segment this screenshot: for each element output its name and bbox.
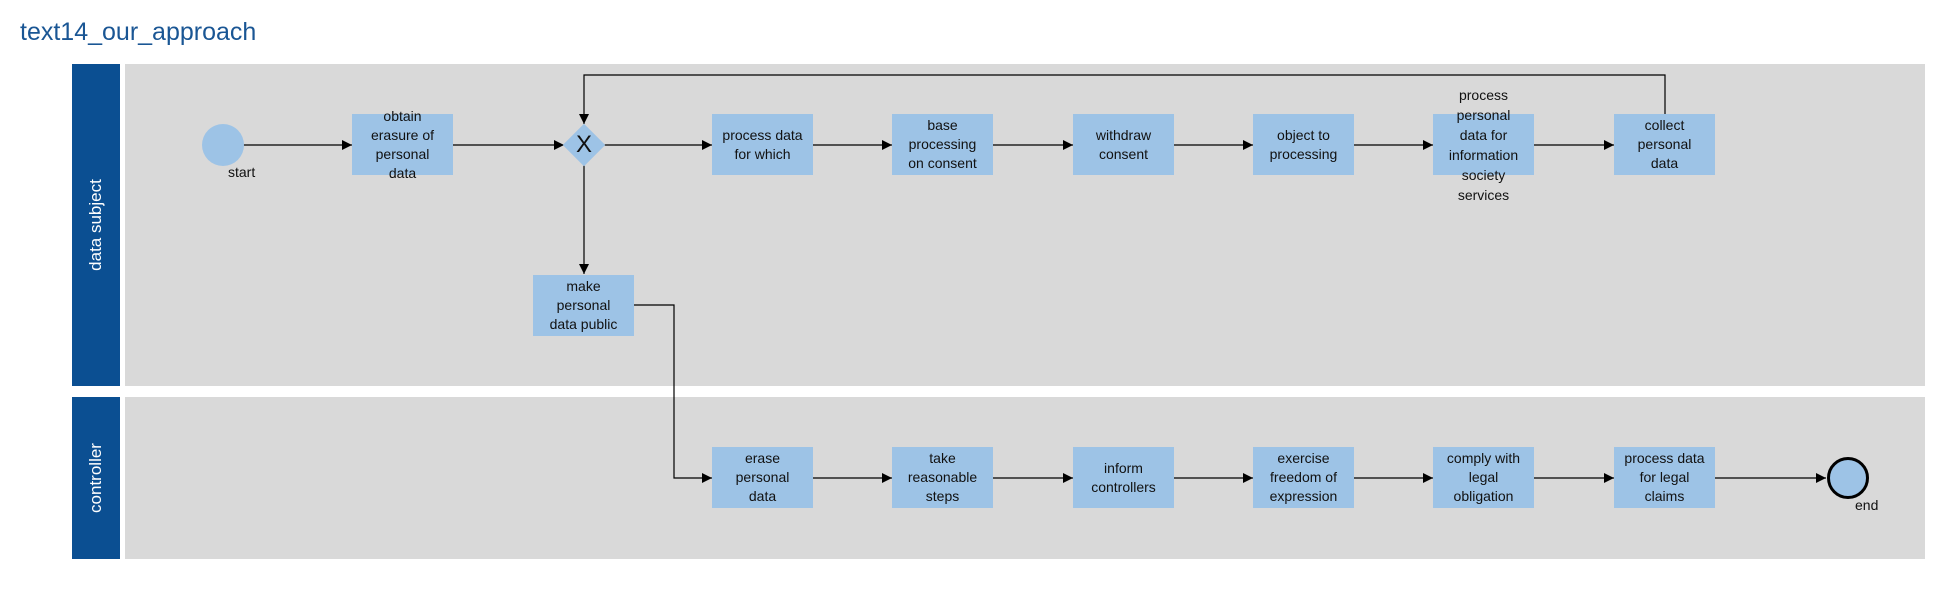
start-event-label: start <box>228 164 256 180</box>
gateway-x-icon: X <box>575 131 592 158</box>
task-process-data-for-legal-claims[interactable]: process data for legal claims <box>1614 447 1715 508</box>
task-label: inform controllers <box>1091 459 1156 495</box>
task-obtain-erasure[interactable]: obtain erasure of personal data <box>352 108 453 181</box>
start-event[interactable] <box>202 124 244 166</box>
task-label: erase personal data <box>735 450 790 504</box>
task-label: object to processing <box>1269 126 1338 162</box>
task-object-to-processing[interactable]: object to processing <box>1253 114 1354 175</box>
task-label: withdraw consent <box>1095 126 1152 162</box>
lane-header-data-subject: data subject <box>72 64 120 386</box>
task-label: obtain erasure of personal data <box>370 107 435 181</box>
end-event-label: end <box>1855 497 1879 513</box>
flow-collect-loop-to-gateway <box>579 74 1666 124</box>
task-erase-personal-data[interactable]: erase personal data <box>712 447 813 508</box>
task-make-personal-data-public[interactable]: make personal data public <box>533 275 634 336</box>
task-label: base processing on consent <box>908 117 977 171</box>
task-label: exercise freedom of expression <box>1269 450 1338 504</box>
task-inform-controllers[interactable]: inform controllers <box>1073 447 1174 508</box>
end-event[interactable] <box>1827 457 1869 499</box>
task-withdraw-consent[interactable]: withdraw consent <box>1073 114 1174 175</box>
diagram-title: text14_our_approach <box>20 18 257 46</box>
flow-make-public-to-erase <box>634 304 712 483</box>
task-label: process data for which <box>722 126 803 162</box>
task-label: collect personal data <box>1637 117 1692 171</box>
task-label: process data for legal claims <box>1624 450 1705 504</box>
task-take-reasonable-steps[interactable]: take reasonable steps <box>892 447 993 508</box>
task-label: take reasonable steps <box>907 450 978 504</box>
task-label: process personal data for information so… <box>1448 86 1519 203</box>
lane-header-controller: controller <box>72 397 120 559</box>
task-process-personal-data-iss[interactable]: process personal data for information so… <box>1433 87 1534 203</box>
task-collect-personal-data[interactable]: collect personal data <box>1614 114 1715 175</box>
task-label: comply with legal obligation <box>1446 450 1521 504</box>
task-label: make personal data public <box>549 278 618 332</box>
task-base-processing-on-consent[interactable]: base processing on consent <box>892 114 993 175</box>
task-exercise-freedom-of-expression[interactable]: exercise freedom of expression <box>1253 447 1354 508</box>
task-comply-with-legal-obligation[interactable]: comply with legal obligation <box>1433 447 1534 508</box>
task-process-data-for-which[interactable]: process data for which <box>712 114 813 175</box>
